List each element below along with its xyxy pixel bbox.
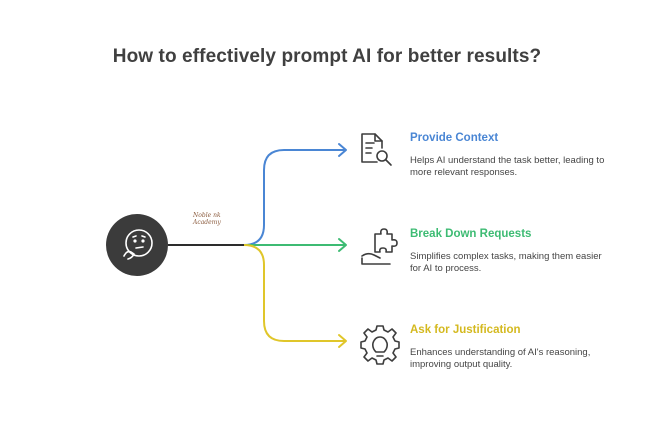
branch-break-down-requests: Break Down Requests Simplifies complex t… [410,227,610,275]
branch-line-justification [243,244,345,342]
puzzle-hand-icon [361,228,398,265]
branch-description: Simplifies complex tasks, making them ea… [410,251,602,274]
thinking-face-icon [123,229,153,260]
arrowhead-provide-context [338,143,347,157]
watermark-logo: Noble nk Academy [193,212,221,226]
branch-title: Break Down Requests [410,228,532,240]
branch-description: Helps AI understand the task better, lea… [410,155,605,178]
gear-lightbulb-icon [360,325,400,365]
document-search-icon [361,133,392,166]
branch-line-provide-context [243,149,345,246]
branch-title: Provide Context [410,132,499,144]
diagram-title: How to effectively prompt AI for better … [112,46,542,67]
arrowhead-justification [338,334,347,348]
branch-title: Ask for Justification [410,324,521,336]
branch-provide-context: Provide Context Helps AI understand the … [410,131,610,179]
hub-circle [106,214,168,276]
branch-description: Enhances understanding of AI's reasoning… [410,347,591,370]
arrowhead-break-down [338,238,347,252]
branch-ask-for-justification: Ask for Justification Enhances understan… [410,323,610,371]
